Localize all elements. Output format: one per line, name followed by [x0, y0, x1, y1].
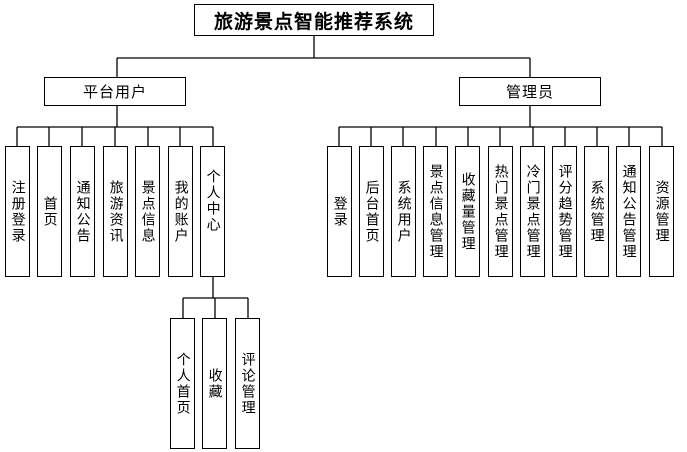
admin-child-label: 冷门景点管理	[524, 163, 541, 260]
platform-user-label: 平台用户	[82, 83, 147, 101]
admin-child-node: 热门景点管理	[488, 146, 513, 277]
admin-child-node: 冷门景点管理	[520, 146, 545, 277]
admin-child-label: 后台首页	[363, 179, 380, 244]
admin-child-label: 系统用户	[395, 179, 412, 244]
admin-child-label: 收藏量管理	[459, 171, 476, 252]
admin-child-label: 资源管理	[653, 179, 670, 244]
platform-user-child-node: 注册登录	[5, 146, 30, 277]
admin-node: 管理员	[459, 77, 601, 106]
admin-child-label: 景点信息管理	[427, 163, 444, 260]
platform-user-child-label: 景点信息	[139, 179, 156, 244]
platform-user-child-node: 旅游资讯	[103, 146, 128, 277]
personal-center-node: 个人中心	[200, 146, 225, 277]
admin-child-node: 系统管理	[584, 146, 609, 277]
personal-center-child-node: 收藏	[202, 318, 227, 449]
admin-child-label: 系统管理	[588, 179, 605, 244]
platform-user-child-label: 首页	[41, 195, 58, 228]
platform-user-node: 平台用户	[44, 77, 186, 106]
admin-child-node: 收藏量管理	[455, 146, 480, 277]
platform-user-child-label: 我的账户	[172, 179, 189, 244]
personal-center-child-node: 个人首页	[170, 318, 195, 449]
personal-center-child-label: 收藏	[206, 367, 223, 400]
root-label: 旅游景点智能推荐系统	[213, 10, 414, 33]
admin-child-node: 景点信息管理	[423, 146, 448, 277]
platform-user-child-label: 旅游资讯	[107, 179, 124, 244]
admin-child-node: 系统用户	[391, 146, 416, 277]
admin-child-node: 通知公告管理	[616, 146, 641, 277]
personal-center-child-node: 评论管理	[235, 318, 260, 449]
admin-child-label: 登录	[331, 195, 348, 228]
admin-child-label: 热门景点管理	[492, 163, 509, 260]
root-node: 旅游景点智能推荐系统	[194, 4, 434, 36]
platform-user-child-label: 通知公告	[74, 179, 91, 244]
platform-user-child-node: 首页	[37, 146, 62, 277]
personal-center-label: 个人中心	[204, 169, 221, 233]
personal-center-child-label: 个人首页	[174, 351, 191, 416]
admin-child-label: 通知公告管理	[620, 163, 637, 260]
platform-user-child-node: 我的账户	[168, 146, 193, 277]
platform-user-child-node: 景点信息	[135, 146, 160, 277]
admin-label: 管理员	[505, 83, 554, 101]
admin-child-node: 登录	[327, 146, 352, 277]
personal-center-child-label: 评论管理	[239, 351, 256, 416]
admin-child-label: 评分趋势管理	[556, 163, 573, 260]
platform-user-child-node: 通知公告	[70, 146, 95, 277]
platform-user-child-label: 注册登录	[9, 179, 26, 244]
admin-child-node: 资源管理	[649, 146, 674, 277]
admin-child-node: 后台首页	[359, 146, 384, 277]
admin-child-node: 评分趋势管理	[552, 146, 577, 277]
